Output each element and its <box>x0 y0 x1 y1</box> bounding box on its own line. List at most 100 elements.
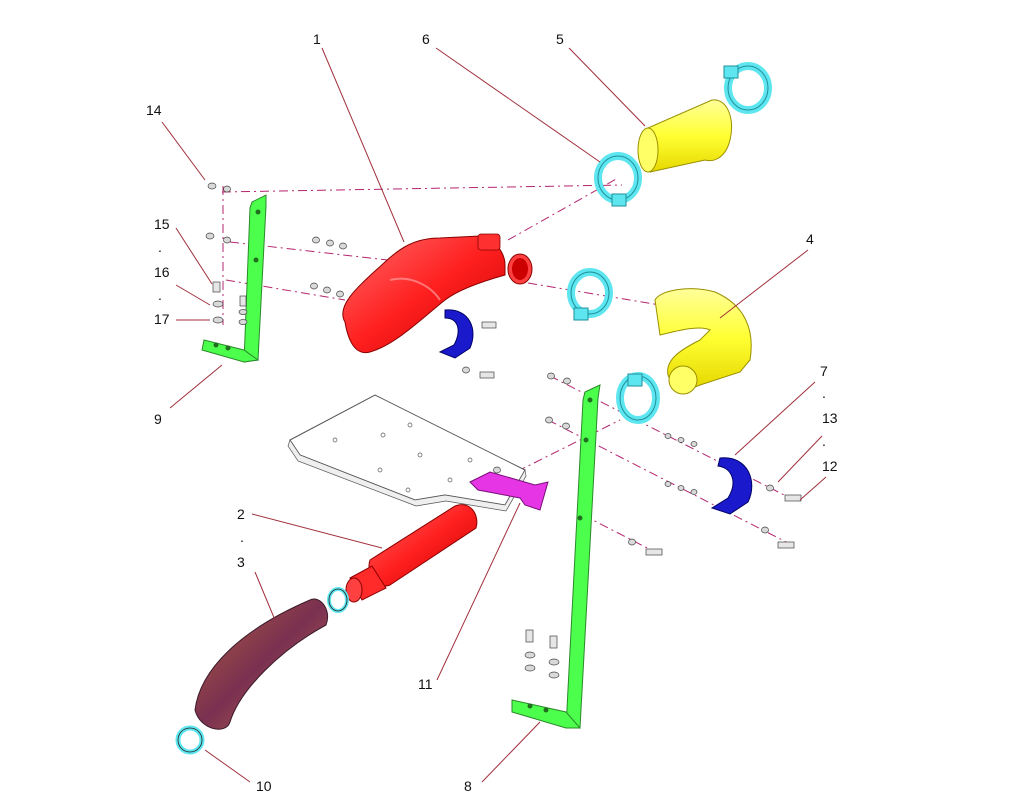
cyan-clamp-middle <box>567 268 613 321</box>
mounting-plate <box>287 394 527 512</box>
callout-17: 17 <box>154 311 170 327</box>
leader-line-7 <box>734 381 816 456</box>
leader-line-3 <box>254 571 276 621</box>
axis-line <box>225 279 346 301</box>
washer <box>524 651 536 659</box>
washer <box>223 236 231 244</box>
callout-13-dot: . <box>822 433 826 449</box>
leader-lines <box>161 47 827 783</box>
blue-strap-lower <box>710 457 753 515</box>
washer <box>664 481 672 487</box>
washer <box>238 319 248 325</box>
leader-line-4 <box>719 249 809 319</box>
callout-12: 12 <box>822 458 838 474</box>
left-fasteners <box>205 182 248 325</box>
washer <box>563 377 571 385</box>
blue-strap-upper <box>438 309 497 379</box>
axis-line <box>582 514 656 553</box>
bolt <box>479 371 495 379</box>
bolt <box>239 295 247 307</box>
callout-4: 4 <box>806 231 814 247</box>
callout-5: 5 <box>556 31 564 47</box>
washer <box>310 282 318 290</box>
magenta-mount-bracket <box>469 466 549 511</box>
washer <box>207 182 217 190</box>
callout-14: 14 <box>146 102 162 118</box>
left-green-bracket <box>201 194 267 363</box>
bolt <box>212 281 221 293</box>
washer <box>336 290 344 298</box>
washer <box>205 232 215 240</box>
washer <box>690 489 698 495</box>
right-fasteners <box>524 372 802 679</box>
callout-2: 2 <box>237 506 245 522</box>
callout-11: 11 <box>418 676 433 692</box>
washer <box>677 485 685 491</box>
leader-line-6 <box>435 47 601 163</box>
axis-line <box>221 184 623 193</box>
washer <box>761 526 769 534</box>
callout-labels: 1 6 5 4 14 15 . 16 . 17 9 7 . 13 . 12 2 … <box>146 31 838 794</box>
leader-line-5 <box>568 47 646 127</box>
bolt <box>645 548 663 556</box>
washer <box>323 286 331 294</box>
red-straight-pipe <box>345 504 478 603</box>
callout-2-dot: . <box>240 529 244 545</box>
bolt <box>784 494 802 502</box>
bottom-clamp <box>175 725 205 755</box>
leader-line-1 <box>321 47 405 243</box>
callout-15-dot: . <box>158 239 162 255</box>
washer <box>312 236 320 244</box>
washer <box>493 466 501 474</box>
flexible-hose <box>194 598 328 730</box>
axis-line <box>229 241 406 263</box>
leader-line-13 <box>777 435 823 483</box>
washer <box>524 664 536 672</box>
leader-line-2 <box>251 513 383 549</box>
washer <box>545 416 553 424</box>
leader-line-12 <box>799 476 827 501</box>
callout-15: 15 <box>154 216 170 232</box>
leader-line-10 <box>204 749 251 783</box>
callout-16: 16 <box>154 264 170 280</box>
cyan-clamp-upper <box>594 152 642 207</box>
leader-line-15 <box>175 227 213 285</box>
washer <box>562 422 570 430</box>
yellow-straight-hose <box>637 99 733 173</box>
yellow-elbow-hose <box>654 288 752 395</box>
washer <box>462 366 470 374</box>
washer <box>223 185 231 193</box>
callout-8: 8 <box>464 778 472 794</box>
callout-1: 1 <box>313 31 321 47</box>
callout-7: 7 <box>820 363 828 379</box>
leader-line-14 <box>161 121 206 181</box>
callout-16-dot: . <box>158 287 162 303</box>
washer <box>326 239 334 247</box>
washer <box>547 372 555 380</box>
washer <box>238 309 248 315</box>
washer <box>664 433 672 439</box>
leader-line-11 <box>436 502 521 681</box>
washer <box>628 538 636 546</box>
cyan-clamp-lower <box>616 372 660 424</box>
leader-line-9 <box>169 364 223 409</box>
washer <box>212 316 224 324</box>
right-green-bracket <box>511 384 601 729</box>
leader-line-8 <box>481 721 541 783</box>
cyan-clamp-top-right <box>723 62 772 114</box>
washer <box>339 242 347 250</box>
callout-13: 13 <box>822 410 838 426</box>
callout-7-dot: . <box>822 385 826 401</box>
washer <box>212 300 224 308</box>
small-clamp <box>327 587 349 613</box>
bolt <box>481 321 497 329</box>
bolt <box>525 629 534 643</box>
washer <box>548 671 560 679</box>
red-elbow-pipe <box>342 233 533 354</box>
axis-line <box>507 177 619 241</box>
washer <box>548 658 560 666</box>
washer <box>690 441 698 447</box>
callout-3: 3 <box>237 554 245 570</box>
callout-10: 10 <box>256 778 272 794</box>
